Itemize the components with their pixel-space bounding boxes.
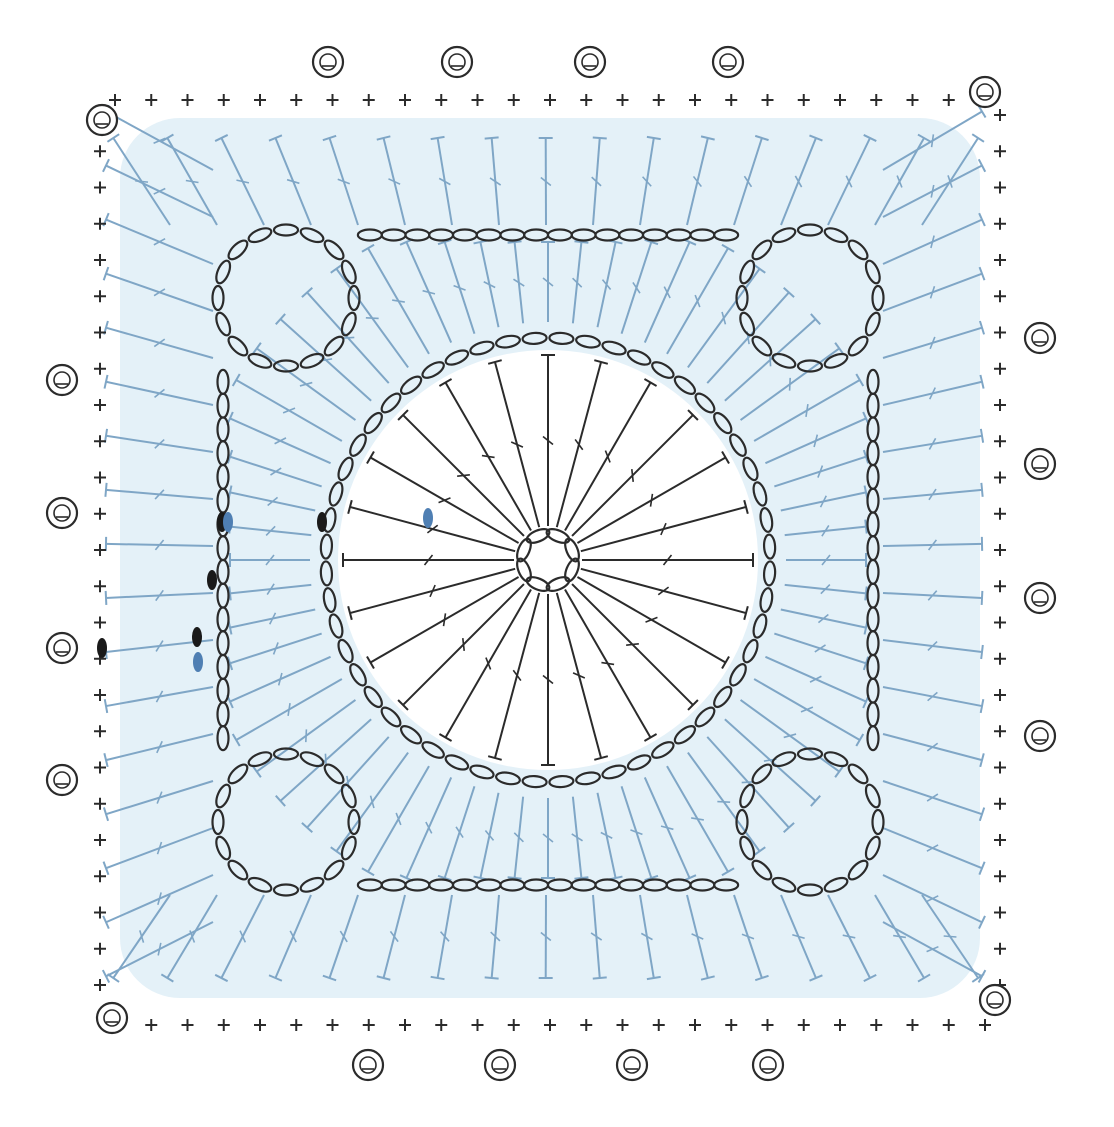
round-5-left-dc-cap <box>103 970 109 982</box>
picot-top <box>313 47 343 77</box>
round-5-right-dc-cap <box>981 645 983 659</box>
round-5-right-dc-cap <box>982 591 983 605</box>
picot-bottom <box>485 1050 515 1080</box>
round-5-bottom-dc-cap <box>485 977 499 978</box>
picot-right <box>1025 583 1055 613</box>
picot-corner-tr <box>970 77 1000 107</box>
round-5-right-dc-cap <box>981 699 984 713</box>
start-marker-blue <box>223 512 233 532</box>
start-marker-dark <box>317 512 327 532</box>
round-5-top-dc-cap <box>107 134 119 142</box>
picot-right <box>1025 323 1055 353</box>
round-3-dc-bar <box>717 802 730 803</box>
picot-right <box>1025 721 1055 751</box>
picot-bottom <box>617 1050 647 1080</box>
start-marker-dark <box>207 570 217 590</box>
picot-bottom <box>353 1050 383 1080</box>
picot-corner-bl <box>97 1003 127 1033</box>
round-3-dc-bar <box>366 318 379 319</box>
picot-left <box>47 498 77 528</box>
picot-left <box>47 633 77 663</box>
round-5-top-dc-cap <box>972 134 984 142</box>
picot-left <box>47 765 77 795</box>
round-5-top-dc-cap <box>485 137 499 138</box>
round-5-right-dc-cap <box>981 429 983 443</box>
picot-bottom <box>753 1050 783 1080</box>
picot-top <box>442 47 472 77</box>
start-marker-blue <box>423 508 433 528</box>
picot-corner-br <box>980 985 1010 1015</box>
picot-top <box>713 47 743 77</box>
round-5-left-dc-cap <box>106 591 107 605</box>
round-5-left-dc-cap <box>105 699 107 713</box>
start-marker-dark <box>192 627 202 647</box>
round-3-dc-bar <box>790 378 791 391</box>
picot-right <box>1025 449 1055 479</box>
picot-top <box>575 47 605 77</box>
round-3-dc-bar <box>306 729 307 742</box>
round-5-bottom-dc-cap <box>593 977 607 978</box>
start-marker-dark <box>97 638 107 658</box>
round-5-right-dc-cap <box>981 483 982 497</box>
picot-corner-tl <box>87 105 117 135</box>
start-marker-blue <box>193 652 203 672</box>
round-5-left-dc-cap <box>105 483 106 497</box>
round-5-bottom-dc-bar <box>944 936 957 937</box>
round-5-top-dc-cap <box>593 137 607 138</box>
picot-left <box>47 365 77 395</box>
round-5-right-dc-cap <box>979 159 985 171</box>
